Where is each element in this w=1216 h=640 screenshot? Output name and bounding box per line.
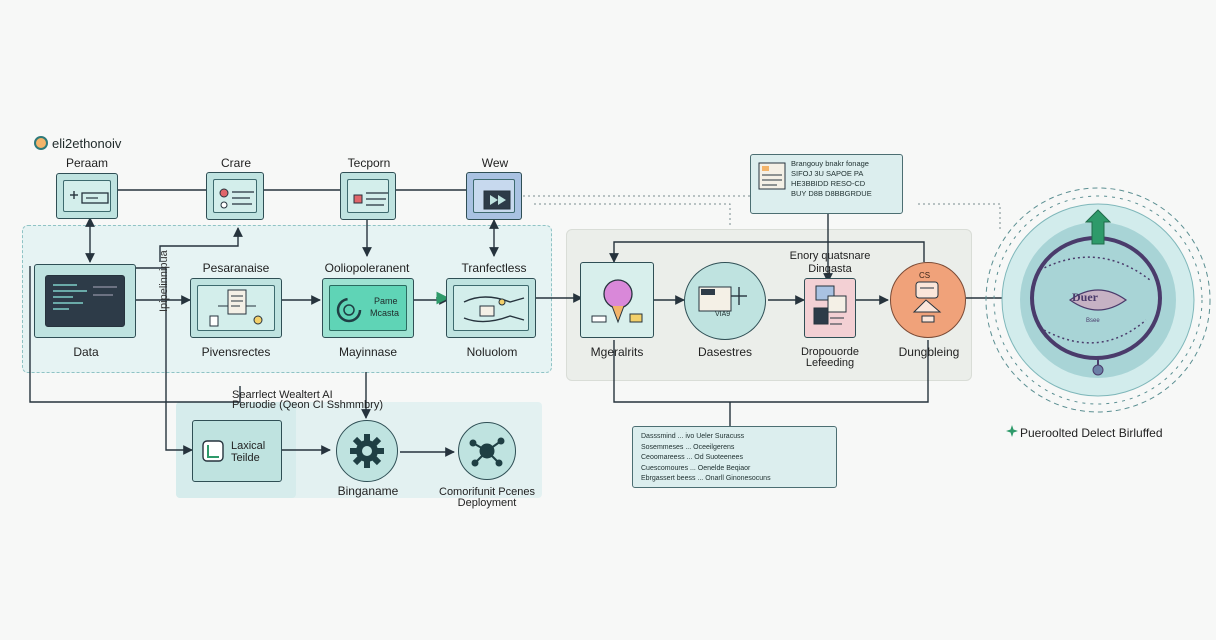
model-node-4-tag: CS	[919, 271, 931, 280]
top-note-line-4: BUY D8B D8BBGRDUE	[791, 189, 872, 198]
stage1-box[interactable]	[190, 278, 282, 338]
top-note-line-2: SIFOJ 3U SAPOE PA	[791, 169, 864, 178]
robot-icon	[912, 281, 942, 323]
stage2-title: Ooliopoleranent	[324, 261, 410, 275]
top-box-3-label: Tecporn	[347, 156, 391, 170]
bottom-note-line-2: Sosemmeses ... Oceeilgerens	[641, 443, 735, 451]
processing-ring-icon	[336, 297, 362, 323]
top-box-1[interactable]	[56, 173, 118, 219]
code-lines-icon	[53, 284, 117, 310]
stage3-label: Noluolom	[466, 345, 518, 359]
model-node-3-label-2: Lefeeding	[805, 357, 855, 369]
deploy-caption-1: Searrlect Wealtert AI	[232, 389, 333, 401]
brain-icon	[591, 279, 643, 324]
gear-icon	[350, 434, 384, 468]
deployment-node[interactable]	[458, 422, 516, 480]
deploy-caption-2: Peruodie (Qeon CI Sshmmbry)	[232, 399, 383, 411]
preprocess-icon	[209, 289, 263, 327]
top-box-2[interactable]	[206, 172, 264, 220]
stage1-label: Pivensrectes	[201, 345, 271, 359]
document-icon	[758, 162, 786, 190]
top-box-1-panel	[63, 180, 111, 212]
stage1-title: Pesaranaise	[202, 261, 270, 275]
stage2-inner-line-2: Mcasta	[370, 308, 400, 318]
bottom-note-line-4: Cuescomoures ... Oenelde Beqiaor	[641, 464, 751, 472]
model-node-1-label: Mgeralrits	[590, 345, 644, 359]
model-node-2-label: Dasestres	[697, 345, 753, 359]
top-box-4-label: Wew	[481, 156, 509, 170]
orb-subtitle: Bsee	[1086, 318, 1100, 324]
model-node-4-label: Dungbleing	[898, 345, 960, 359]
network-icon	[469, 437, 505, 467]
top-box-2-panel	[213, 179, 257, 213]
top-note-line-3: HE3BBIDD RESO-CD	[791, 179, 866, 188]
model-heading-1: Enory quatsnare	[789, 250, 871, 262]
stage3-box[interactable]	[446, 278, 536, 338]
stage1-panel	[197, 285, 275, 331]
gear-node-label: Binganame	[337, 484, 399, 498]
top-box-2-label: Crare	[220, 156, 251, 170]
data-label: Data	[73, 345, 99, 359]
lexical-title-2: Teilde	[231, 452, 260, 464]
brand-logo-icon	[34, 136, 48, 150]
model-node-1[interactable]	[580, 262, 654, 338]
lexical-title-1: Laxical	[231, 440, 266, 452]
stage2-box[interactable]: Pame Mcasta	[322, 278, 414, 338]
brand-title: eli2ethonoiv	[52, 136, 122, 151]
bottom-note-line-1: Dasssmind ... ivo Ueler Suracuss	[641, 433, 745, 440]
template-icon	[353, 192, 388, 206]
model-node-4[interactable]: CS	[890, 262, 966, 338]
deployment-label-1: Comorifunit Pcenes	[439, 486, 535, 498]
transform-icon	[463, 296, 525, 323]
stage3-title: Tranfectless	[461, 261, 527, 275]
stage2-inner-line-1: Pame	[374, 296, 398, 306]
model-node-2-inner: VIA9	[715, 311, 731, 318]
model-node-3-label-1: Dropouorde	[800, 346, 860, 358]
deployment-label-2: Deployment	[457, 497, 517, 509]
bottom-note-line-5: Ebrgassert beess ... Onarll Ginonesocuns	[641, 475, 771, 482]
stage2-label: Mayinnase	[338, 345, 398, 359]
data-box[interactable]	[34, 264, 136, 338]
top-box-1-label: Peraam	[65, 156, 109, 170]
lexical-icon	[202, 440, 224, 462]
orb-title: Duer	[1072, 290, 1098, 304]
documents-icon	[813, 285, 847, 325]
bottom-note-line-3: Ceoomareess ... Od Suoteenees	[641, 454, 743, 461]
top-box-4[interactable]	[466, 172, 522, 220]
bottom-summary-note: Dasssmind ... ivo Ueler Suracuss Sosemme…	[632, 426, 837, 488]
top-box-3[interactable]	[340, 172, 396, 220]
sparkle-icon	[1006, 424, 1018, 437]
stage2-panel: Pame Mcasta	[329, 285, 407, 331]
stage3-panel	[453, 285, 529, 331]
output-caption: Pueroolted Delect Birluffed	[1020, 426, 1163, 440]
top-summary-note: Brangouy bnakr fonage SIFOJ 3U SAPOE PA …	[750, 154, 903, 214]
data-monitor-icon	[45, 275, 125, 327]
gear-node[interactable]	[336, 420, 398, 482]
top-box-4-panel	[473, 179, 515, 213]
top-box-3-panel	[347, 179, 389, 213]
model-heading-2: Dingasta	[808, 263, 852, 275]
model-node-2[interactable]: VIA9	[684, 262, 766, 340]
model-node-3[interactable]	[804, 278, 856, 338]
video-icon	[483, 190, 511, 210]
input-icon	[70, 191, 109, 204]
config-icon	[219, 188, 254, 209]
lexical-box[interactable]: Laxical Teilde	[192, 420, 282, 482]
top-note-line-1: Brangouy bnakr fonage	[791, 159, 869, 168]
analysis-icon	[698, 286, 747, 312]
